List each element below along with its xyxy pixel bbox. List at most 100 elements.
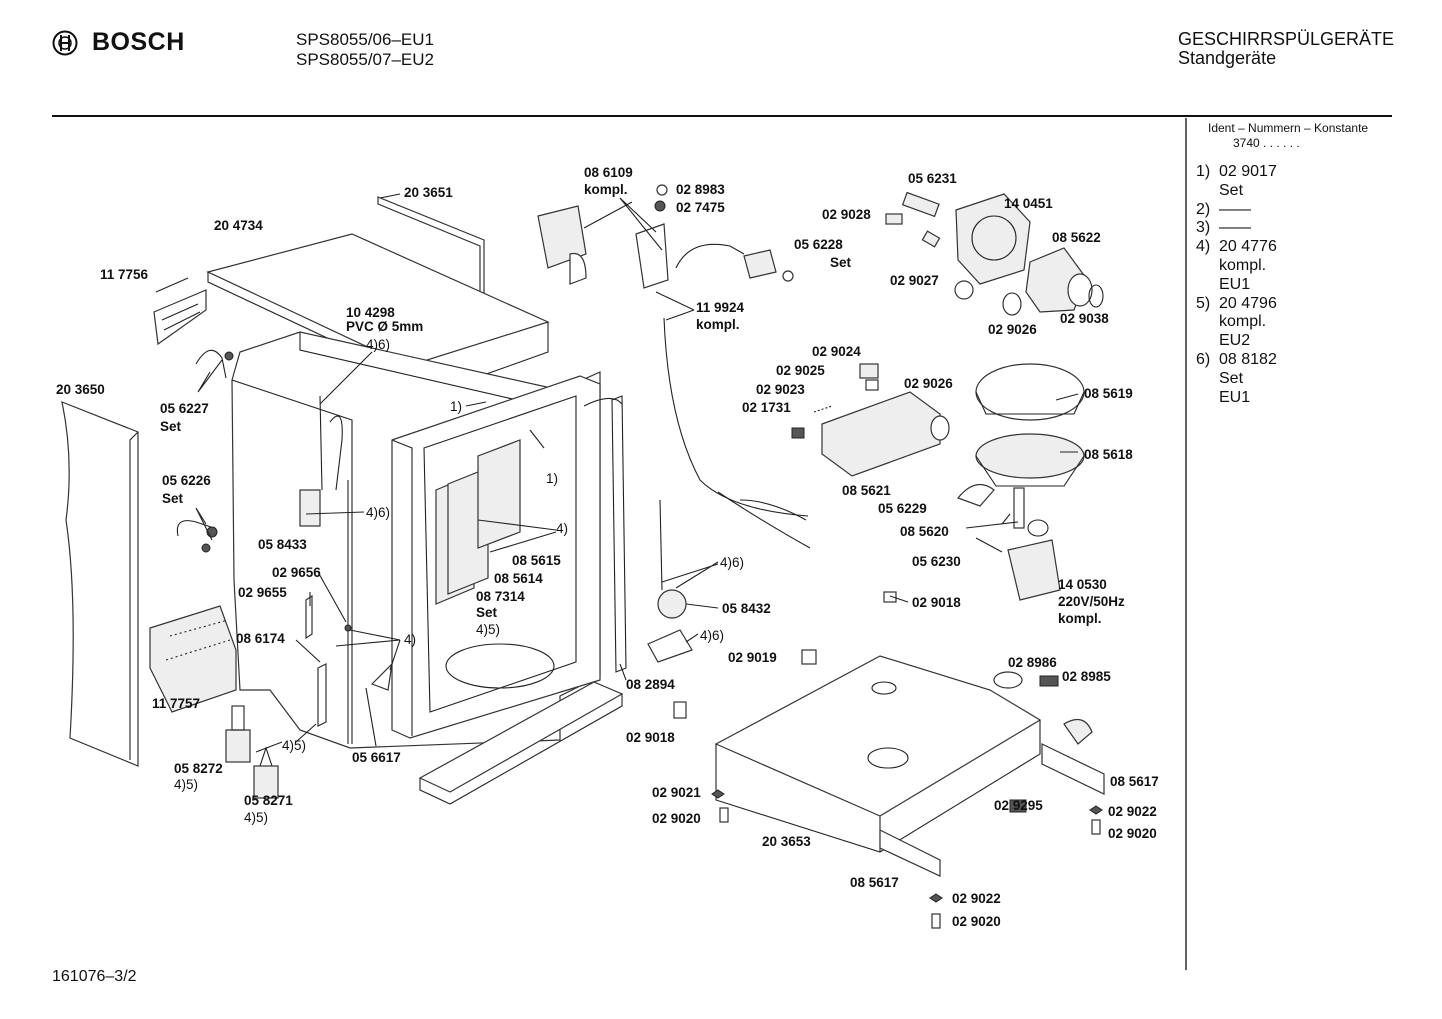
air-break-part <box>635 223 669 289</box>
part-label: 05 8432 <box>722 601 771 616</box>
sensor-nut-part <box>865 379 879 391</box>
clip-part <box>673 701 687 719</box>
part-label: 08 5614 <box>494 571 543 586</box>
part-label: 11 7756 <box>100 267 149 282</box>
part-label: 05 6229 <box>878 501 927 516</box>
footnote-line: 02 9017 <box>1219 163 1277 180</box>
part-label: 02 8985 <box>1062 669 1111 684</box>
cable-part <box>329 415 343 491</box>
part-label: 02 9024 <box>812 344 861 359</box>
footnote-line: EU1 <box>1219 388 1251 406</box>
nut-part <box>1089 805 1103 815</box>
leader-line <box>305 511 365 515</box>
category-header: GESCHIRRSPÜLGERÄTE Standgeräte <box>1178 30 1394 68</box>
pump-housing-part <box>955 193 1031 285</box>
leader-line <box>655 291 695 321</box>
model-number: SPS8055/06–EU1 <box>296 30 434 49</box>
dispenser-cap-part <box>569 252 587 285</box>
footnote-ref: 4)6) <box>366 337 390 352</box>
footnote-ref: 4)5) <box>174 777 198 792</box>
ident-heading-block: Ident – Nummern – Konstante 3740 . . . .… <box>1208 121 1368 151</box>
part-label: 20 3650 <box>56 382 105 397</box>
part-label: 02 9026 <box>904 376 953 391</box>
insulation-pad-part <box>149 605 237 713</box>
part-label: 02 9038 <box>1060 311 1109 326</box>
door-frame-part <box>391 375 601 739</box>
part-label: 08 5620 <box>900 524 949 539</box>
screw-part <box>719 807 729 823</box>
insulation-texture <box>165 619 231 661</box>
footnote-item: 2) —— <box>1196 201 1277 220</box>
water-hose-part <box>675 243 745 269</box>
pressure-hose-part <box>659 499 663 591</box>
part-label: 02 9023 <box>756 382 805 397</box>
part-label: 11 9924 <box>696 300 745 315</box>
footnote-number: 2) <box>1196 200 1211 218</box>
part-label: 10 4298 <box>346 305 395 320</box>
heater-clip-part <box>885 213 903 225</box>
heater-pin-part <box>901 191 940 218</box>
hose-part <box>195 349 227 379</box>
door-opening <box>423 395 577 713</box>
hose-fitting-part <box>743 249 777 279</box>
wire-part <box>739 499 807 521</box>
part-label: 08 7314 <box>476 589 525 604</box>
part-label: 20 3651 <box>404 185 453 200</box>
leader-line <box>661 561 719 589</box>
footnote-ref: 4)5) <box>282 738 306 753</box>
solenoid-valve-part <box>225 729 251 763</box>
footnote-ref: 4)5) <box>244 810 268 825</box>
part-label: 05 6230 <box>912 554 961 569</box>
screw-part <box>931 913 941 929</box>
switch-pin-part <box>344 624 352 632</box>
footnote-line: 20 4776 <box>1219 238 1277 256</box>
valve-inlet <box>259 746 273 767</box>
part-label: 02 9020 <box>952 914 1001 929</box>
o-ring-part <box>1002 292 1022 316</box>
part-label: Set <box>160 419 182 434</box>
part-label: 05 6226 <box>162 473 211 488</box>
part-label: 20 4734 <box>214 218 263 233</box>
part-label: 05 8272 <box>174 761 223 776</box>
part-label: 02 9018 <box>626 730 675 745</box>
model-list: SPS8055/06–EU1 SPS8055/07–EU2 <box>296 30 434 70</box>
part-label: 02 9656 <box>272 565 321 580</box>
part-label: 02 9022 <box>952 891 1001 906</box>
part-label: 02 9027 <box>890 273 939 288</box>
heater-outlet-part <box>930 415 950 441</box>
drain-pump-motor-part <box>1007 539 1061 601</box>
clip-part <box>883 591 897 603</box>
footnote-line: 20 4796 <box>1219 294 1277 312</box>
footnote-ref: 4)5) <box>476 622 500 637</box>
seal-rail-part <box>611 395 627 673</box>
part-number-labels: 20 3651 20 4734 11 7756 10 4298 PVC Ø 5m… <box>56 165 1159 929</box>
door-seal-part <box>477 439 521 549</box>
part-label: 08 5619 <box>1084 386 1133 401</box>
brand-name: BOSCH <box>92 28 185 56</box>
part-label: 02 9295 <box>994 798 1043 813</box>
footnote-line: kompl. <box>1219 256 1267 274</box>
sump-pipe-part <box>1013 487 1025 529</box>
base-tray-part <box>714 655 1042 817</box>
pump-housing-ring <box>971 215 1017 261</box>
screw-part <box>1091 819 1101 835</box>
part-label: 08 2894 <box>626 677 675 692</box>
part-label: kompl. <box>584 182 628 197</box>
bracket-detail <box>161 303 201 331</box>
bracket-part <box>153 289 207 346</box>
part-label: 11 7757 <box>152 696 200 711</box>
footnote-line: 08 8182 <box>1219 350 1277 368</box>
part-label: kompl. <box>1058 611 1102 626</box>
float-switch-part <box>1039 675 1059 687</box>
footnote-ref: 1) <box>546 471 558 486</box>
part-label: 220V/50Hz <box>1058 594 1125 609</box>
seal-ring-part <box>654 200 666 212</box>
foot-bracket-part <box>1041 743 1105 795</box>
leader-line <box>155 277 189 293</box>
part-label: Set <box>830 255 852 270</box>
plinth-strip-edge <box>419 694 623 805</box>
pump-inlet-part <box>975 537 1003 553</box>
footnote-number: 1) <box>1196 163 1211 180</box>
